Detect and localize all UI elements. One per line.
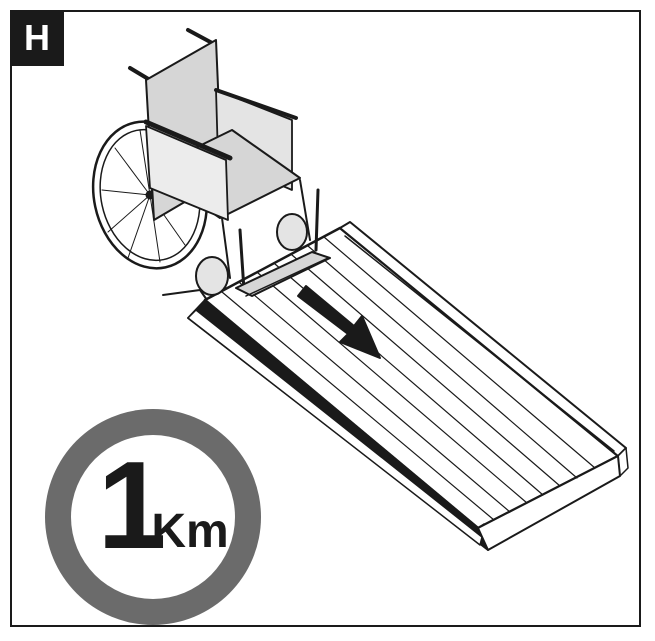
distance-value: 1: [98, 437, 167, 575]
step-label: H: [10, 10, 64, 66]
distance-badge-icon: 1 Km: [45, 409, 261, 625]
wheelchair-icon: [91, 28, 331, 297]
distance-unit: Km: [151, 505, 228, 558]
direction-arrow-icon: [297, 285, 381, 359]
